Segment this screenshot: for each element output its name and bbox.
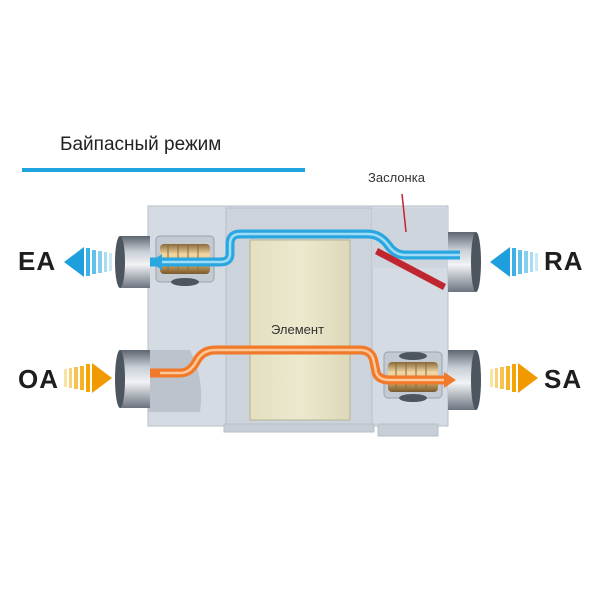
damper-label: Заслонка: [368, 170, 425, 185]
orange-chevron-icon: [64, 363, 112, 393]
port-label-ea: EA: [18, 246, 57, 276]
port-label-sa: SA: [544, 364, 583, 394]
diagram-title: Байпасный режим: [60, 134, 222, 155]
duct-ra: [448, 232, 481, 292]
blue-chevron-icon: [490, 247, 538, 277]
duct-sa: [448, 350, 481, 410]
damper-icon: [375, 193, 446, 290]
duct-oa: [115, 350, 150, 408]
orange-chevron-icon: [490, 363, 538, 393]
title-underline: [22, 168, 305, 172]
element-label: Элемент: [271, 322, 325, 337]
supply-air-flow: [150, 345, 456, 388]
heat-exchange-element: [249, 239, 351, 421]
duct-ea: [115, 236, 150, 288]
blue-chevron-icon: [64, 247, 112, 277]
port-label-oa: OA: [18, 364, 59, 394]
port-label-ra: RA: [544, 246, 584, 276]
exhaust-air-flow: [150, 229, 460, 270]
